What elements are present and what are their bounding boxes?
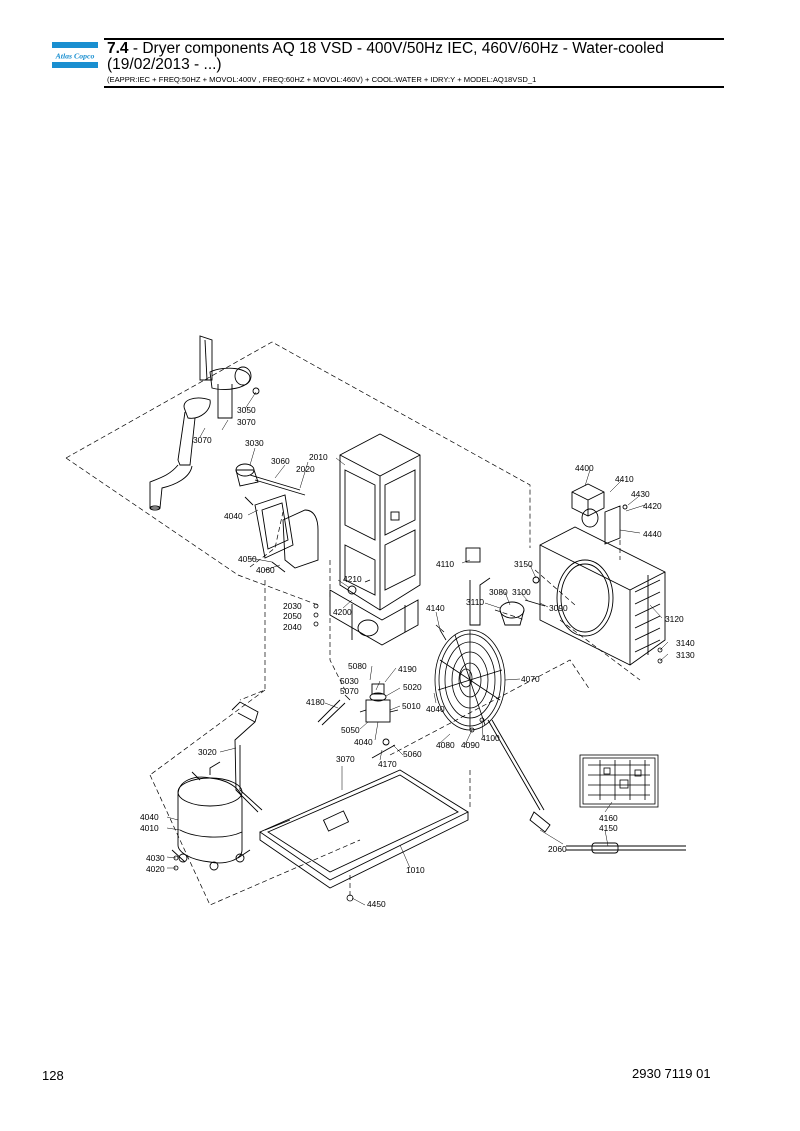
label-4440: 4440 [643,529,662,539]
label-4060: 4060 [256,565,275,575]
label-4030: 4030 [146,853,165,863]
atlas-copco-logo: Atlas Copco [52,42,98,68]
label-5070: 5070 [340,686,359,696]
pipe-assembly [149,335,260,511]
wiring-diagram-4160 [579,754,659,808]
label-5020: 5020 [403,682,422,692]
label-4400: 4400 [575,463,594,473]
label-4430: 4430 [631,489,650,499]
label-4040-panel: 4040 [224,511,243,521]
label-3150: 3150 [514,559,533,569]
label-4040-fan: 4040 [426,704,445,714]
label-4040-valve: 4040 [354,737,373,747]
part-4150-tube [566,842,686,854]
part-4040-panel [244,494,319,573]
title-date: (19/02/2013 - ...) [107,56,222,73]
fan-4070 [434,624,506,731]
page-title: 7.4 - Dryer components AQ 18 VSD - 400V/… [107,41,722,73]
leader-lines [166,391,669,906]
label-1010: 1010 [406,865,425,875]
title-text: - Dryer components AQ 18 VSD - 400V/50Hz… [128,40,664,57]
label-4180: 4180 [306,697,325,707]
label-2030: 2030 [283,601,302,611]
page-number: 128 [42,1068,64,1083]
label-4200: 4200 [333,607,352,617]
part-4400 [571,483,628,545]
valve-group-5010 [317,683,399,759]
part-3030 [235,463,306,496]
label-4080: 4080 [436,740,455,750]
part-labels: 3050 3070 3070 3030 3060 2010 2020 4040 … [140,405,695,909]
label-3120: 3120 [665,614,684,624]
label-5010: 5010 [402,701,421,711]
dryer-block [329,433,421,646]
label-4020: 4020 [146,864,165,874]
label-5080: 5080 [348,661,367,671]
label-3090: 3090 [549,603,568,613]
condenser-3120 [539,526,666,666]
label-4450: 4450 [367,899,386,909]
label-3100: 3100 [512,587,531,597]
label-3060: 3060 [271,456,290,466]
label-3050: 3050 [237,405,256,415]
document-number: 2930 7119 01 [632,1066,711,1081]
header-rule-bottom [104,86,724,88]
label-4150: 4150 [599,823,618,833]
label-4100: 4100 [481,733,500,743]
baseplate-1010 [259,769,469,889]
label-3030: 3030 [245,438,264,448]
label-3130: 3130 [676,650,695,660]
part-3110-valve [465,547,546,626]
label-4110: 4110 [436,559,454,569]
compressor-4010 [171,761,251,871]
label-3110: 3110 [466,597,484,607]
label-4410: 4410 [615,474,634,484]
label-4070: 4070 [521,674,540,684]
label-2050: 2050 [283,611,302,621]
label-5030: 5030 [340,676,359,686]
label-4190: 4190 [398,664,417,674]
label-4170: 4170 [378,759,397,769]
label-2060: 2060 [548,844,567,854]
label-5060: 5060 [403,749,422,759]
page-subtitle: (EAPPR:IEC + FREQ:50HZ + MOVOL:400V , FR… [107,75,537,84]
logo-text: Atlas Copco [55,52,95,61]
label-3070-left: 3070 [193,435,212,445]
label-2020: 2020 [296,464,315,474]
section-number: 7.4 [107,40,129,57]
label-3080: 3080 [489,587,508,597]
label-2010: 2010 [309,452,328,462]
label-3020: 3020 [198,747,217,757]
header-rule-top [104,38,724,40]
label-4160: 4160 [599,813,618,823]
label-3140: 3140 [676,638,695,648]
label-4420: 4420 [643,501,662,511]
part-2060-probe [487,719,551,833]
pipe-3020 [231,701,263,813]
label-3070-top: 3070 [237,417,256,427]
label-4140: 4140 [426,603,445,613]
label-3070-bottom: 3070 [336,754,355,764]
label-4210: 4210 [343,574,362,584]
label-4010: 4010 [140,823,159,833]
label-5050: 5050 [341,725,360,735]
label-2040: 2040 [283,622,302,632]
label-4090: 4090 [461,740,480,750]
label-4050: 4050 [238,554,257,564]
label-4040-compressor: 4040 [140,812,159,822]
